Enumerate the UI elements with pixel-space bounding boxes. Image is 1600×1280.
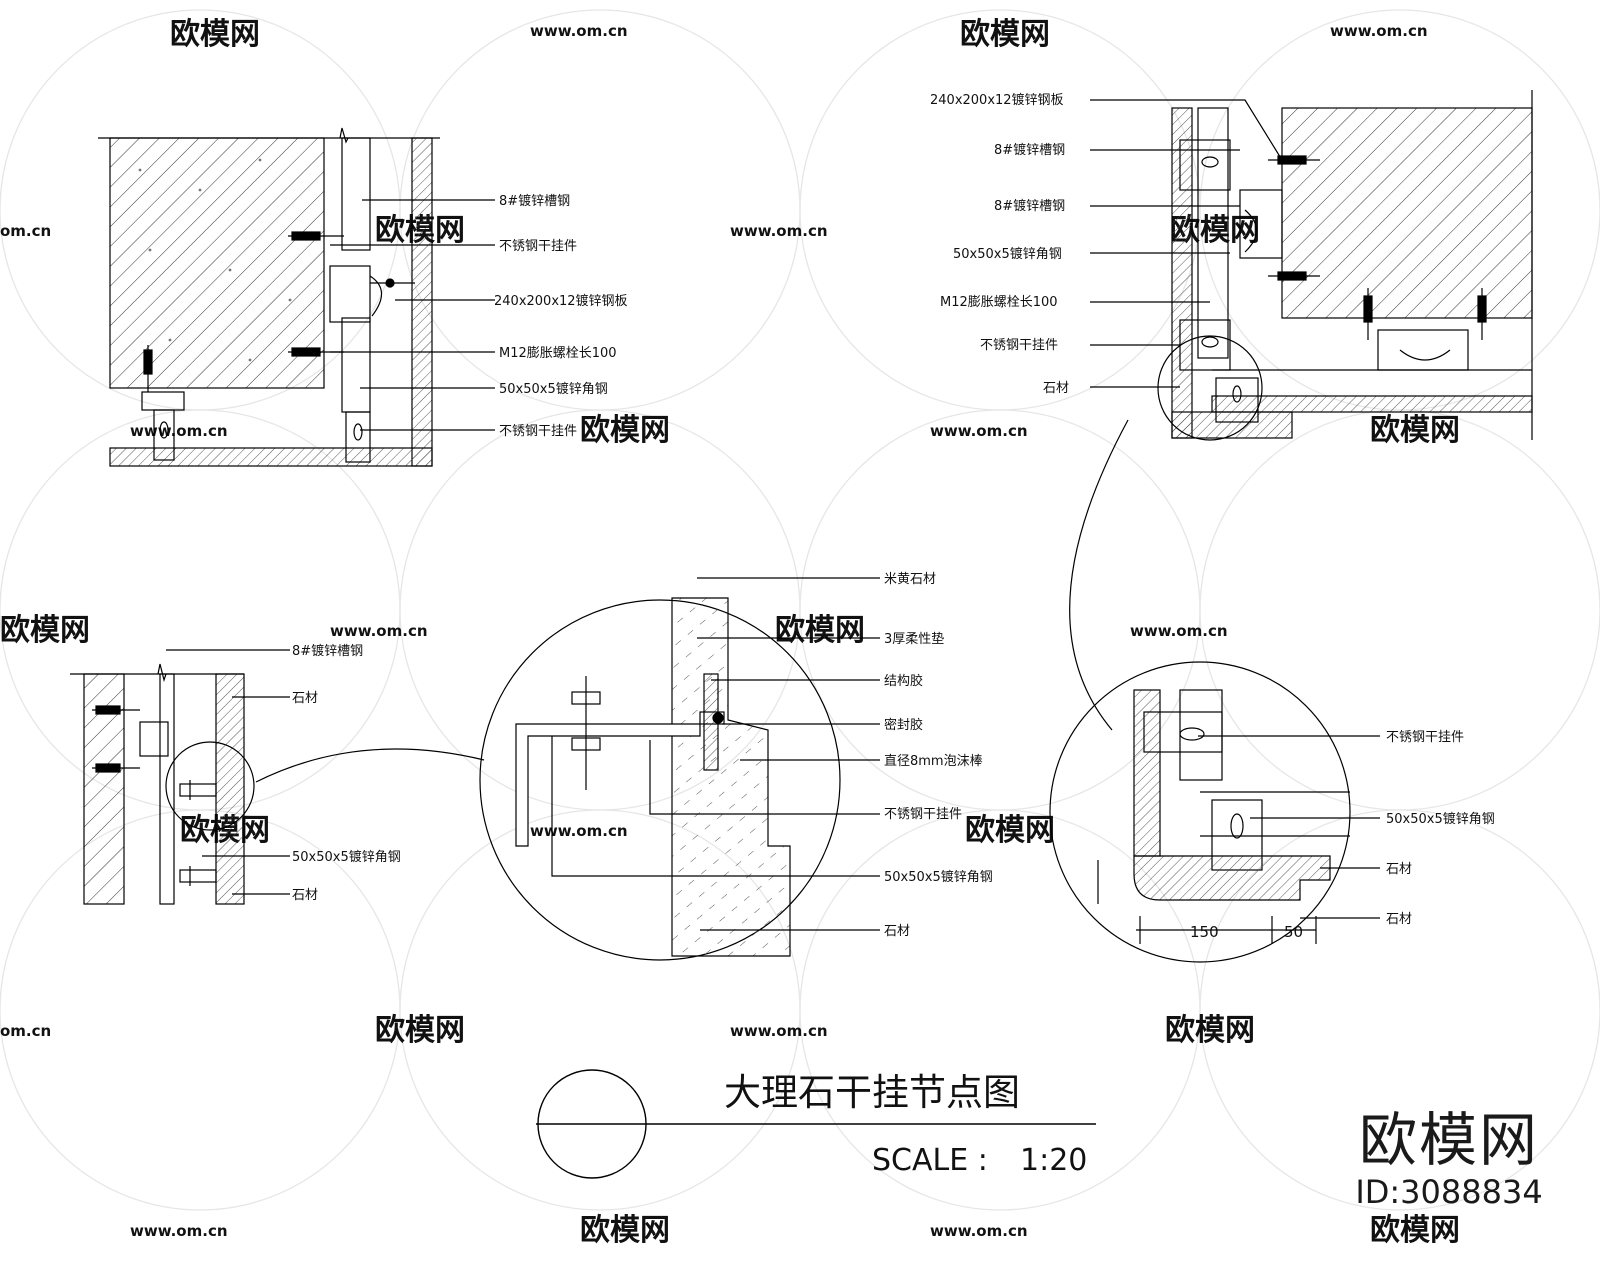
brand-name: 欧模网 [1358, 1106, 1539, 1174]
watermark-url: www.om.cn [530, 22, 628, 40]
concrete-aggregate [138, 158, 292, 362]
scale-label: SCALE : [872, 1143, 988, 1178]
dimension-text: 150 [1190, 923, 1219, 941]
watermark-url: www.om.cn [1130, 622, 1228, 640]
label-steel-plate: 240x200x12镀锌钢板 [494, 293, 628, 309]
concrete-column [109, 137, 325, 389]
detail-b [1069, 90, 1533, 731]
label-expansion-bolt: M12膨胀螺栓长100 [940, 295, 1058, 310]
watermark-text: 欧模网 [775, 613, 865, 648]
label-foam-rod: 直径8mm泡沫棒 [884, 754, 983, 769]
label-steel-plate: 240x200x12镀锌钢板 [930, 92, 1064, 108]
watermark-text: 欧模网 [960, 17, 1050, 52]
label-hanger: 不锈钢干挂件 [1386, 730, 1464, 745]
watermark-text: 欧模网 [1370, 413, 1460, 448]
dimension-text: 50 [1284, 923, 1303, 941]
label-angle-steel: 50x50x5镀锌角钢 [499, 381, 608, 397]
watermark-url: www.om.cn [930, 1222, 1028, 1240]
label-angle-steel: 50x50x5镀锌角钢 [884, 869, 993, 885]
title-block: 大理石干挂节点图 SCALE : 1:20 [536, 1069, 1096, 1179]
detail-e [1049, 661, 1380, 963]
callout-circle [165, 741, 255, 831]
label-stone: 石材 [292, 888, 318, 903]
watermark-layer: 欧模网 www.om.cn 欧模网 www.om.cn om.cn 欧模网 ww… [0, 17, 1460, 1248]
detail-c-labels: 8#镀锌槽钢 石材 50x50x5镀锌角钢 石材 [292, 643, 401, 903]
label-channel-steel: 8#镀锌槽钢 [292, 643, 363, 659]
detail-c [70, 649, 485, 905]
label-hanger: 不锈钢干挂件 [499, 424, 577, 439]
label-hanger: 不锈钢干挂件 [884, 807, 962, 822]
watermark-text: 欧模网 [580, 413, 670, 448]
callout-circle [1049, 661, 1351, 963]
detail-b-labels: 240x200x12镀锌钢板 8#镀锌槽钢 8#镀锌槽钢 50x50x5镀锌角钢… [930, 92, 1069, 396]
detail-e-labels: 不锈钢干挂件 50x50x5镀锌角钢 石材 石材 150 50 [1190, 730, 1495, 941]
watermark-url: www.om.cn [930, 422, 1028, 440]
watermark-text: 欧模网 [375, 1013, 465, 1048]
watermark-url: www.om.cn [130, 1222, 228, 1240]
callout-circle [479, 599, 841, 961]
label-expansion-bolt: M12膨胀螺栓长100 [499, 346, 617, 361]
label-channel-steel: 8#镀锌槽钢 [994, 198, 1065, 214]
detail-a [98, 127, 495, 467]
label-stone: 石材 [1386, 912, 1412, 927]
watermark-url: www.om.cn [730, 222, 828, 240]
label-angle-steel: 50x50x5镀锌角钢 [953, 246, 1062, 262]
label-sealant: 密封胶 [884, 717, 923, 733]
drawing-title: 大理石干挂节点图 [724, 1071, 1020, 1114]
watermark-url: www.om.cn [730, 1022, 828, 1040]
watermark-text: 欧模网 [965, 813, 1055, 848]
scale-value: 1:20 [1020, 1143, 1087, 1178]
watermark-url-short: om.cn [0, 222, 51, 240]
detail-d [479, 577, 880, 961]
label-channel-steel: 8#镀锌槽钢 [994, 142, 1065, 158]
brand-block: 欧模网 ID:3088834 [1339, 1108, 1559, 1212]
watermark-url-short: om.cn [0, 1022, 51, 1040]
label-stone: 石材 [1386, 862, 1412, 877]
label-beige-stone: 米黄石材 [884, 572, 936, 587]
watermark-text: 欧模网 [1165, 1013, 1255, 1048]
watermark-text: 欧模网 [580, 1213, 670, 1248]
label-flexible-pad: 3厚柔性垫 [884, 631, 944, 647]
label-angle-steel: 50x50x5镀锌角钢 [292, 849, 401, 865]
label-structural-adhesive: 结构胶 [884, 673, 923, 689]
watermark-text: 欧模网 [1370, 1213, 1460, 1248]
watermark-text: 欧模网 [170, 17, 260, 52]
callout-circle [1157, 335, 1263, 441]
detail-d-labels: 米黄石材 3厚柔性垫 结构胶 密封胶 直径8mm泡沫棒 不锈钢干挂件 50x50… [884, 572, 993, 939]
label-angle-steel: 50x50x5镀锌角钢 [1386, 811, 1495, 827]
label-stone: 石材 [884, 924, 910, 939]
label-stone: 石材 [292, 691, 318, 706]
label-channel-steel: 8#镀锌槽钢 [499, 193, 570, 209]
watermark-url: www.om.cn [130, 422, 228, 440]
detail-a-labels: 8#镀锌槽钢 不锈钢干挂件 240x200x12镀锌钢板 M12膨胀螺栓长100… [494, 193, 628, 439]
model-id: ID:3088834 [1355, 1173, 1543, 1211]
watermark-url: www.om.cn [1330, 22, 1428, 40]
label-hanger: 不锈钢干挂件 [499, 239, 577, 254]
label-stone: 石材 [1043, 381, 1069, 396]
concrete-beam [1281, 107, 1533, 319]
watermark-url: www.om.cn [330, 622, 428, 640]
watermark-url: www.om.cn [530, 822, 628, 840]
label-hanger: 不锈钢干挂件 [980, 338, 1058, 353]
watermark-text: 欧模网 [0, 613, 90, 648]
